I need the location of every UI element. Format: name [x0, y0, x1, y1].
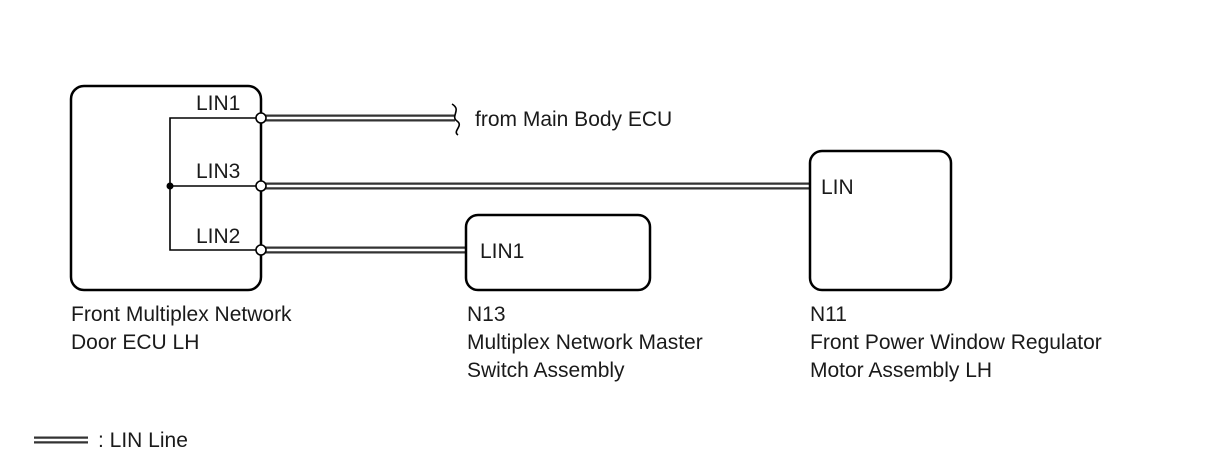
master-switch-component: LIN1 N13 Multiplex Network Master Switch…: [464, 213, 703, 382]
legend: : LIN Line: [34, 429, 188, 452]
window-motor-code: N11: [810, 303, 847, 326]
ecu-name-line2: Door ECU LH: [71, 331, 199, 354]
legend-label: : LIN Line: [98, 429, 188, 452]
master-switch-box: [464, 213, 652, 292]
window-motor-name-line1: Front Power Window Regulator: [810, 331, 1102, 354]
door-ecu-component: LIN1 LIN3 LIN2 Front Multiplex Network D…: [69, 84, 292, 354]
wire-break-mark: [451, 103, 461, 136]
ecu-terminal-lin1: [255, 112, 267, 124]
master-switch-pin-label: LIN1: [480, 240, 524, 263]
bus-junction-dot: [166, 182, 174, 190]
ecu-name-line1: Front Multiplex Network: [71, 303, 292, 326]
master-switch-code: N13: [467, 303, 506, 326]
window-motor-component: LIN N11 Front Power Window Regulator Mot…: [808, 149, 1102, 382]
window-motor-box: [808, 149, 953, 292]
ecu-terminal-lin3: [255, 180, 267, 192]
master-switch-name-line1: Multiplex Network Master: [467, 331, 703, 354]
external-source-label: from Main Body ECU: [475, 108, 672, 131]
lin-wire-to-main-body-ecu: [261, 103, 461, 136]
master-switch-name-line2: Switch Assembly: [467, 359, 625, 382]
ecu-pin-lin3-label: LIN3: [196, 160, 240, 183]
door-ecu-box: [69, 84, 263, 292]
ecu-pin-lin2-label: LIN2: [196, 225, 240, 248]
ecu-pin-lin1-label: LIN1: [196, 92, 240, 115]
window-motor-name-line2: Motor Assembly LH: [810, 359, 992, 382]
ecu-terminal-lin2: [255, 244, 267, 256]
window-motor-pin-label: LIN: [821, 176, 854, 199]
